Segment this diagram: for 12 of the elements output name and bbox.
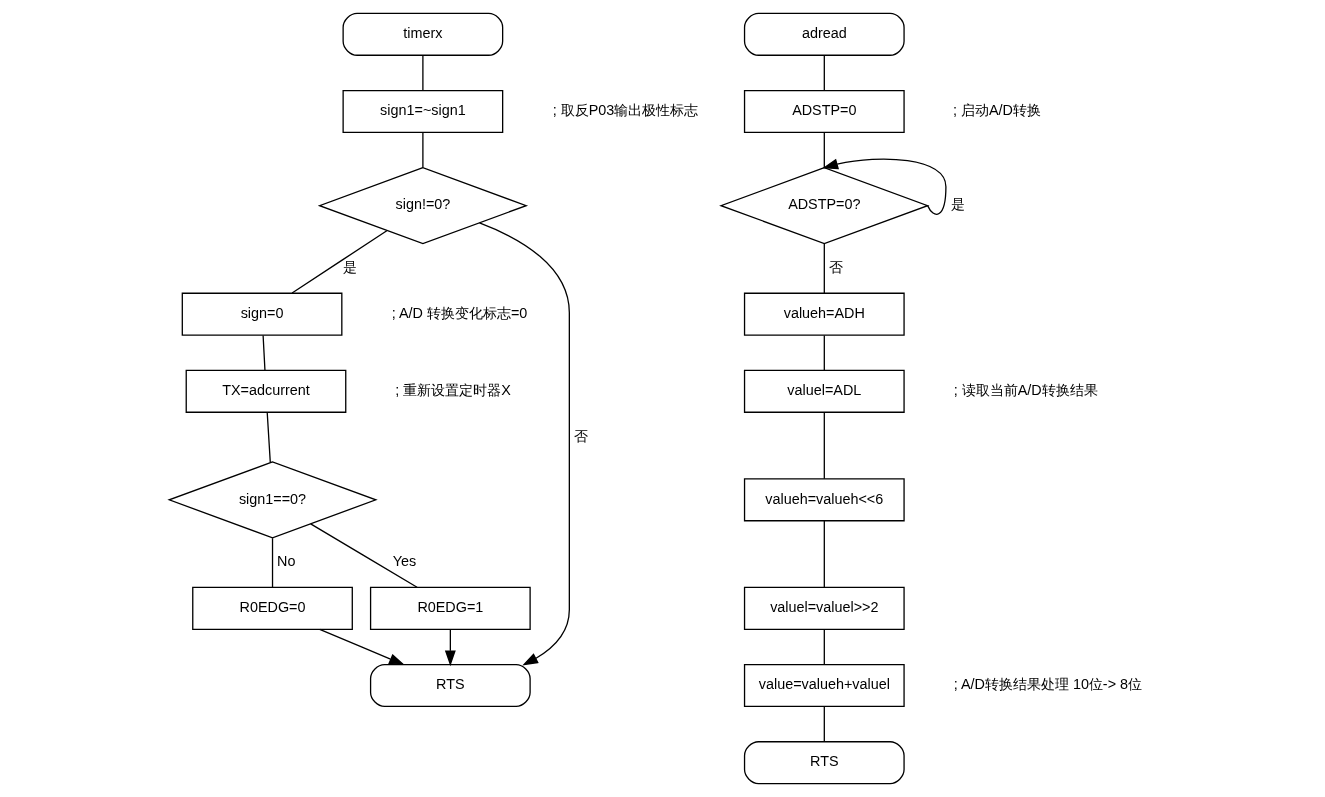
node-label: ; A/D转换结果处理 10位-> 8位 <box>953 676 1143 693</box>
edge-label: Yes <box>392 553 417 570</box>
edge-label: 是 <box>950 196 965 213</box>
node-label: ; 启动A/D转换 <box>952 102 1041 119</box>
node-label: ; 重新设置定时器X <box>395 381 511 398</box>
edge-label: No <box>277 553 296 570</box>
edge-label: 是 <box>342 259 357 276</box>
node-label: ; A/D 转换变化标志=0 <box>391 304 528 321</box>
edge-label: 否 <box>574 427 589 444</box>
node-label: ; 读取当前A/D转换结果 <box>953 381 1098 398</box>
node-label: ; 取反P03输出极性标志 <box>552 102 699 119</box>
edge-label: 否 <box>829 259 844 276</box>
